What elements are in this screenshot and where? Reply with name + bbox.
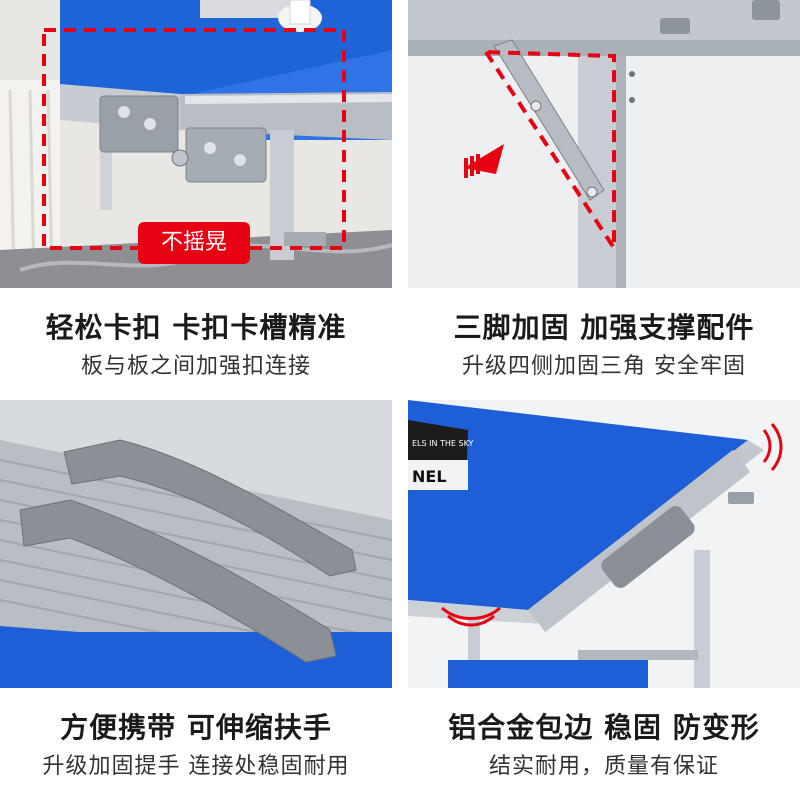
panel-aluminum-edge: ELS IN THE SKY NEL 铝合金包边 稳固 防变形 结实耐用，质量有… xyxy=(408,400,800,792)
book-title-text: ELS IN THE SKY xyxy=(412,439,474,448)
book-cover-text: NEL xyxy=(412,467,447,486)
caption-subtitle: 升级加固提手 连接处稳固耐用 xyxy=(42,754,350,779)
no-wobble-badge: 不摇晃 xyxy=(138,222,250,264)
caption-title: 三脚加固 加强支撑配件 xyxy=(453,311,755,344)
caption-edge: 铝合金包边 稳固 防变形 结实耐用，质量有保证 xyxy=(408,688,800,792)
buckle-photo: 不摇晃 xyxy=(0,0,392,288)
caption-title: 轻松卡扣 卡扣卡槽精准 xyxy=(45,311,347,344)
panel-triangle-support: 三脚加固 加强支撑配件 升级四侧加固三角 安全牢固 xyxy=(408,0,800,392)
panel-buckle: 不摇晃 轻松卡扣 卡扣卡槽精准 板与板之间加强扣连接 xyxy=(0,0,392,392)
support-photo xyxy=(408,0,800,288)
edge-photo: ELS IN THE SKY NEL xyxy=(408,400,800,688)
caption-subtitle: 升级四侧加固三角 安全牢固 xyxy=(462,354,746,379)
caption-subtitle: 结实耐用，质量有保证 xyxy=(488,754,719,779)
caption-handles: 方便携带 可伸缩扶手 升级加固提手 连接处稳固耐用 xyxy=(0,688,392,792)
caption-title: 方便携带 可伸缩扶手 xyxy=(60,711,332,744)
panel-handles: 方便携带 可伸缩扶手 升级加固提手 连接处稳固耐用 xyxy=(0,400,392,792)
handles-photo xyxy=(0,400,392,688)
caption-support: 三脚加固 加强支撑配件 升级四侧加固三角 安全牢固 xyxy=(408,288,800,392)
caption-subtitle: 板与板之间加强扣连接 xyxy=(80,354,311,379)
caption-title: 铝合金包边 稳固 防变形 xyxy=(448,711,760,744)
caption-buckle: 轻松卡扣 卡扣卡槽精准 板与板之间加强扣连接 xyxy=(0,288,392,392)
